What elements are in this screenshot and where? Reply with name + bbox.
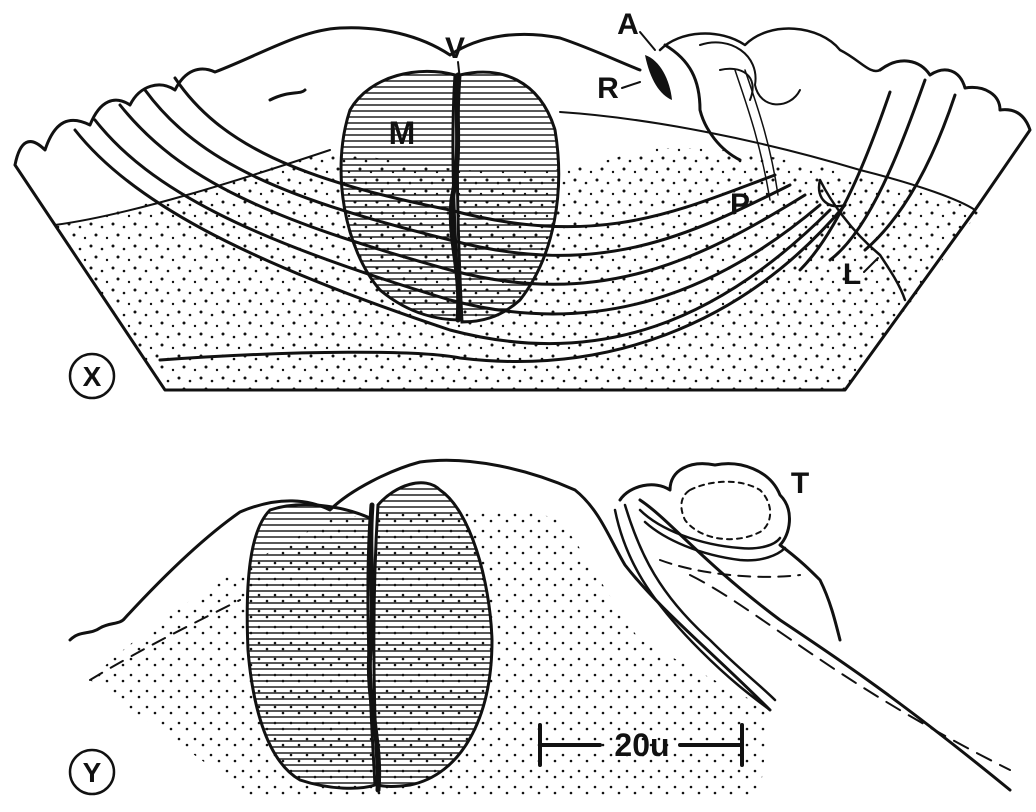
panel-x: X V A R M P L [15, 8, 1030, 398]
label-t: T [791, 467, 809, 500]
label-r: R [597, 72, 619, 105]
label-v: V [445, 32, 465, 65]
panel-x-label: X [83, 361, 102, 392]
panel-y-muscle-lobes [247, 483, 492, 790]
panel-y-badge: Y [70, 750, 114, 794]
label-p: P [730, 188, 750, 221]
panel-y-label: Y [83, 757, 102, 788]
panel-x-organ-loops [700, 42, 800, 104]
label-a: A [617, 8, 639, 41]
label-m: M [389, 115, 416, 151]
panel-y-head-inner [681, 482, 770, 539]
panel-y: 20u Y T [70, 460, 1010, 795]
scale-bar-label: 20u [614, 727, 669, 763]
panel-x-organ-tube [665, 45, 740, 160]
panel-x-right-frond [660, 29, 880, 71]
panel-y-head-dashes [660, 560, 800, 577]
panel-x-badge: X [70, 354, 114, 398]
panel-x-muscle-lobes [341, 71, 559, 322]
label-l: L [843, 258, 861, 291]
panel-x-organ-blob [645, 55, 672, 100]
